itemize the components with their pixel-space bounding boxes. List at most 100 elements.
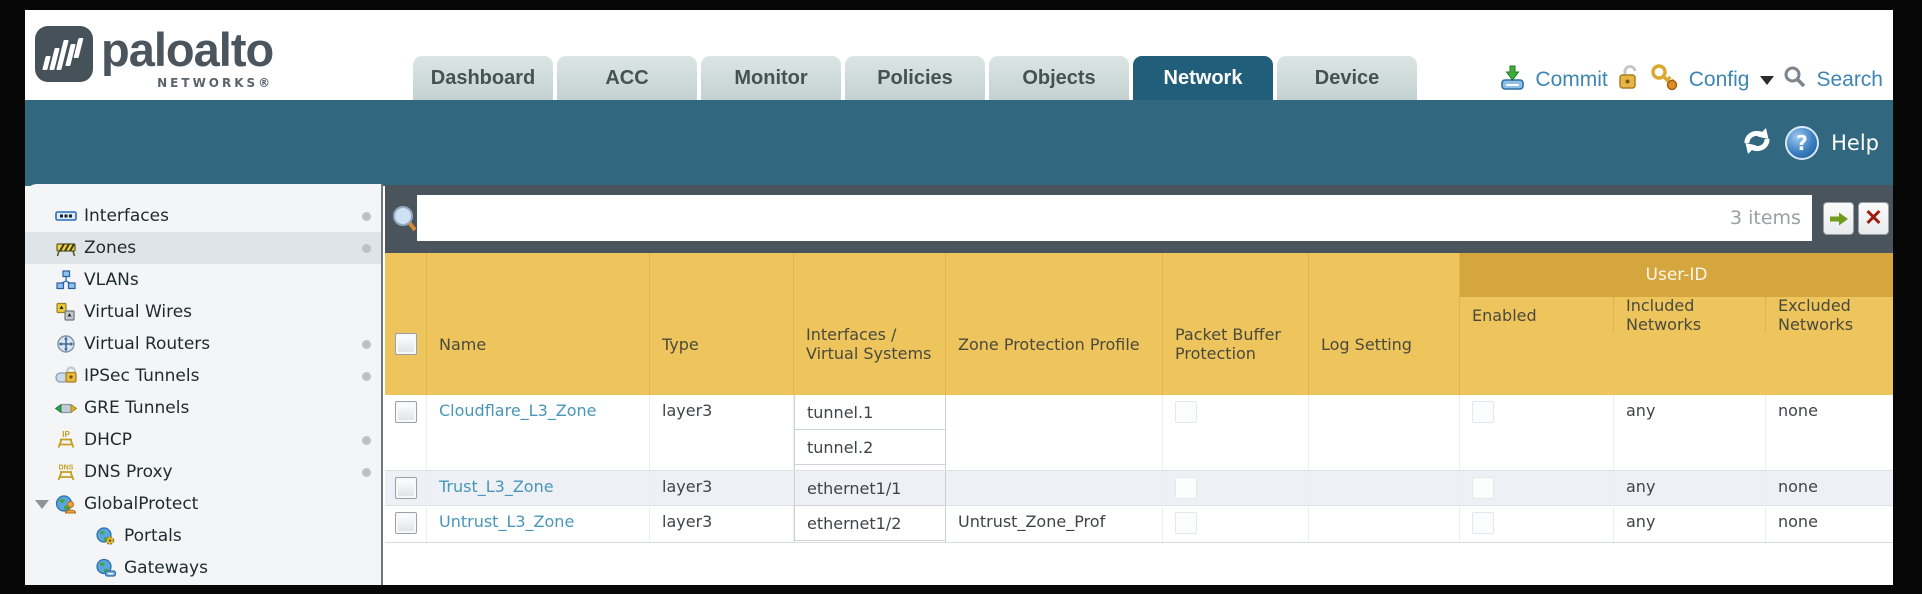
virtual-routers-icon [55,334,77,354]
column-header-enabled[interactable]: Enabled [1460,297,1614,333]
row-checkbox[interactable] [394,401,417,423]
log-setting [1309,506,1460,542]
lock-icon[interactable] [1617,64,1641,97]
select-all-checkbox[interactable] [394,333,417,355]
apply-filter-button[interactable] [1823,202,1854,235]
sidebar-item-zones[interactable]: Zones [25,232,381,264]
status-dot [362,436,371,445]
row-checkbox[interactable] [394,512,417,534]
row-checkbox[interactable] [394,477,417,499]
config-caret-icon[interactable] [1760,75,1775,85]
packet-buffer-protection-checkbox [1175,512,1197,534]
column-header-included-networks[interactable]: Included Networks [1614,296,1766,334]
help-icon[interactable]: ? [1785,126,1820,160]
included-networks: any [1614,395,1766,470]
clear-filter-button[interactable]: ✕ [1858,202,1889,235]
status-dot [362,212,371,221]
sidebar-item-virtual-routers[interactable]: Virtual Routers [25,328,381,360]
zones-table-header: Name Type Interfaces / Virtual Systems Z… [385,253,1893,395]
excluded-networks: none [1778,401,1818,420]
filter-magnifier-icon [390,203,418,239]
sidebar-item-label: Portals [124,526,182,546]
interface-item[interactable]: tunnel.2 [795,430,945,465]
zone-name-link[interactable]: Cloudflare_L3_Zone [439,401,597,420]
zone-protection-profile [946,395,1163,470]
column-header-interfaces[interactable]: Interfaces / Virtual Systems [794,253,946,395]
column-group-user-id[interactable]: User-ID [1460,253,1893,297]
sidebar-item-gateways[interactable]: Gateways [25,552,381,584]
zones-icon [55,238,77,258]
sidebar-item-label: GlobalProtect [84,494,199,514]
filter-input[interactable] [417,195,1812,241]
interface-item[interactable]: ethernet1/2 [795,506,945,541]
tab-objects[interactable]: Objects [989,56,1129,100]
expand-triangle-icon[interactable] [35,500,49,509]
zone-type: layer3 [650,395,794,470]
search-button[interactable]: Search [1816,68,1883,91]
brand-sub: NETWORKS® [157,76,274,90]
sidebar-item-label: IPSec Tunnels [84,366,200,386]
column-header-zone-protection-profile[interactable]: Zone Protection Profile [946,253,1163,395]
column-header-packet-buffer-protection[interactable]: Packet Buffer Protection [1163,253,1309,395]
included-networks: any [1614,506,1766,542]
commit-button[interactable]: Commit [1535,68,1608,91]
gre-tunnels-icon [55,398,77,418]
sidebar-item-label: GRE Tunnels [84,398,190,418]
sidebar-item-gre-tunnels[interactable]: GRE Tunnels [25,392,381,424]
tab-network[interactable]: Network [1133,56,1273,100]
included-networks: any [1614,471,1766,506]
zone-protection-profile [946,471,1163,506]
column-header-excluded-networks[interactable]: Excluded Networks [1778,296,1854,334]
config-icon [1650,63,1680,97]
zones-table-body: Cloudflare_L3_Zone layer3 tunnel.1 tunne… [385,395,1893,543]
interface-item[interactable]: tunnel.1 [795,395,945,430]
user-id-enabled-checkbox [1472,512,1494,534]
table-row: Trust_L3_Zone layer3 ethernet1/1 any non… [385,470,1893,506]
tab-dashboard[interactable]: Dashboard [413,56,553,100]
sidebar-item-portals[interactable]: Portals [25,520,381,552]
items-count: 3 items [1730,207,1801,229]
config-button[interactable]: Config [1688,68,1750,91]
zone-name-link[interactable]: Untrust_L3_Zone [439,512,575,531]
zone-name-link[interactable]: Trust_L3_Zone [439,477,554,496]
sidebar-item-virtual-wires[interactable]: Virtual Wires [25,296,381,328]
column-header-name[interactable]: Name [427,253,650,395]
zone-interfaces: ethernet1/1 [794,471,946,506]
globalprotect-icon [55,494,77,514]
ipsec-tunnels-icon [55,366,77,386]
status-dot [362,244,371,253]
status-dot [362,468,371,477]
log-setting [1309,471,1460,506]
sidebar-item-globalprotect[interactable]: GlobalProtect [25,488,381,520]
sidebar-item-ipsec-tunnels[interactable]: IPSec Tunnels [25,360,381,392]
tab-acc[interactable]: ACC [557,56,697,100]
user-id-enabled-checkbox [1472,401,1494,423]
sidebar-item-label: Virtual Wires [84,302,193,322]
portals-icon [95,526,117,546]
vlans-icon [55,270,77,290]
dhcp-icon: IP [55,430,77,450]
packet-buffer-protection-checkbox [1175,401,1197,423]
column-header-type[interactable]: Type [650,253,794,395]
excluded-networks: none [1778,477,1818,496]
sidebar-item-label: VLANs [84,270,139,290]
refresh-icon[interactable] [1741,126,1773,160]
sidebar-item-interfaces[interactable]: Interfaces [25,200,381,232]
tab-policies[interactable]: Policies [845,56,985,100]
help-link[interactable]: Help [1831,131,1879,155]
status-dot [362,372,371,381]
sidebar-item-dhcp[interactable]: IP DHCP [25,424,381,456]
tab-device[interactable]: Device [1277,56,1417,100]
brand-name: paloalto [101,23,274,76]
sidebar-item-dns-proxy[interactable]: DNS DNS Proxy [25,456,381,488]
sidebar-item-vlans[interactable]: VLANs [25,264,381,296]
header-actions: Commit Config Search [1499,60,1883,100]
paloalto-logo: paloalto NETWORKS® [35,23,274,90]
tab-monitor[interactable]: Monitor [701,56,841,100]
zone-type: layer3 [650,506,794,542]
main-tabs: Dashboard ACC Monitor Policies Objects N… [413,56,1417,100]
gateways-icon [95,558,117,578]
column-header-log-setting[interactable]: Log Setting [1309,253,1460,395]
svg-text:DNS: DNS [59,465,74,472]
interface-item[interactable]: ethernet1/1 [795,471,945,506]
